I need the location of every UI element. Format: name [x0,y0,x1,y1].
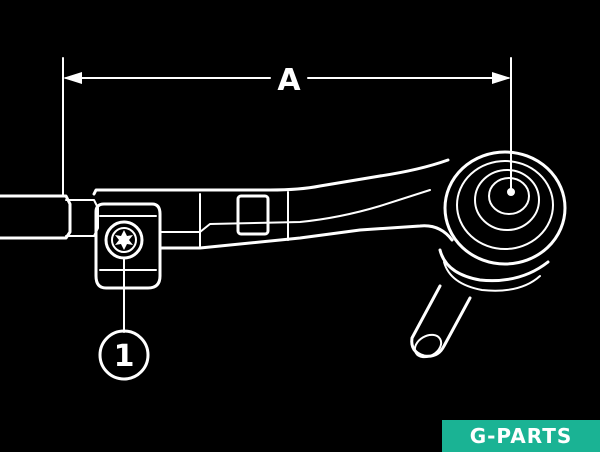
dimension-line-a [63,72,511,84]
center-point-icon [507,188,515,196]
clamp-bracket [94,202,162,290]
inner-tie-rod [0,194,99,240]
dimension-label: A [277,63,301,98]
ball-joint [438,150,567,292]
watermark-text: G-PARTS [469,424,573,448]
callout-circle [98,329,150,381]
clamp-bolt [104,220,144,260]
flat-section [236,194,270,236]
outer-tie-rod-body [92,158,454,250]
torx-head-icon [115,230,133,250]
watermark-badge: G-PARTS [442,420,600,452]
callout-number: 1 [114,339,135,374]
ball-stud [410,284,472,359]
